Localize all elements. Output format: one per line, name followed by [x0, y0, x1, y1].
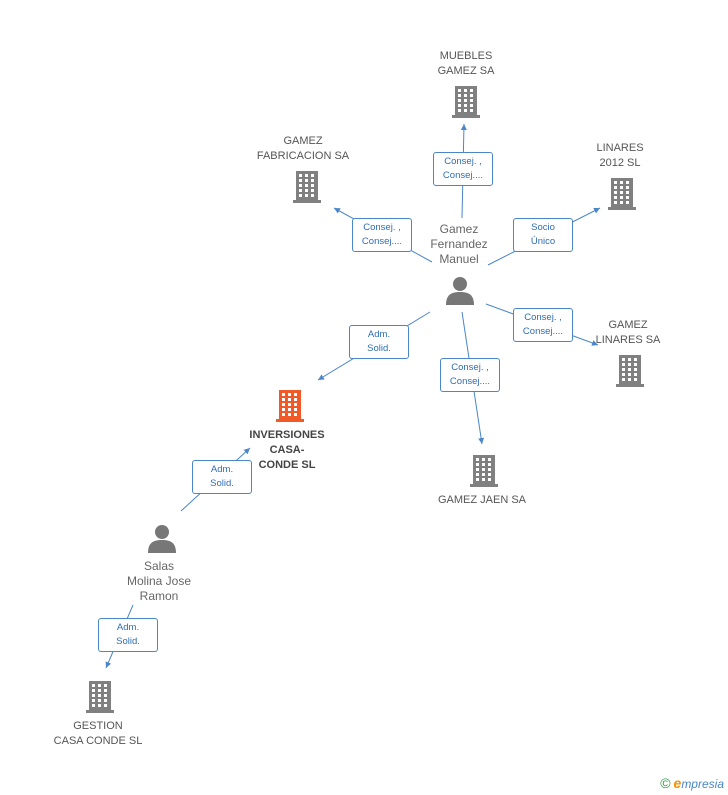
building-icon[interactable] — [275, 389, 305, 428]
node-label-gamez-fabricacion[interactable]: GAMEZ FABRICACION SA — [256, 135, 350, 162]
footer-brand: ©empresia — [660, 775, 724, 791]
building-icon[interactable] — [292, 170, 322, 209]
copyright-icon: © — [660, 775, 671, 791]
node-label-salas-molina[interactable]: Salas Molina Jose Ramon — [126, 559, 192, 603]
edge-label-e-gestion[interactable]: Adm. Solid. — [98, 618, 158, 652]
edge-label-e-muebles[interactable]: Consej. , Consej.... — [433, 152, 493, 186]
node-label-gamez-fernandez[interactable]: Gamez Fernandez Manuel — [430, 222, 488, 266]
building-icon[interactable] — [607, 177, 637, 216]
edge-label-e-inversiones-2[interactable]: Adm. Solid. — [192, 460, 252, 494]
edge-label-e-linares2012[interactable]: Socio Único — [513, 218, 573, 252]
building-icon[interactable] — [615, 354, 645, 393]
building-icon[interactable] — [85, 680, 115, 719]
edge-label-e-inversiones-1[interactable]: Adm. Solid. — [349, 325, 409, 359]
node-label-muebles-gamez[interactable]: MUEBLES GAMEZ SA — [437, 50, 495, 77]
brand-logo-initial: e — [673, 775, 682, 791]
node-label-gamez-linares[interactable]: GAMEZ LINARES SA — [595, 319, 661, 346]
node-label-inversiones-casa-conde[interactable]: INVERSIONES CASA- CONDE SL — [249, 429, 325, 471]
person-icon[interactable] — [445, 276, 475, 311]
edge-label-e-jaen[interactable]: Consej. , Consej.... — [440, 358, 500, 392]
node-label-linares-2012[interactable]: LINARES 2012 SL — [596, 142, 644, 169]
node-label-gestion-casa-conde[interactable]: GESTION CASA CONDE SL — [53, 720, 143, 747]
edge-label-e-gamezlinares[interactable]: Consej. , Consej.... — [513, 308, 573, 342]
brand-logo-text: mpresia — [681, 777, 724, 791]
building-icon[interactable] — [469, 454, 499, 493]
node-label-gamez-jaen[interactable]: GAMEZ JAEN SA — [437, 494, 527, 506]
edge-label-e-fabricacion[interactable]: Consej. , Consej.... — [352, 218, 412, 252]
building-icon[interactable] — [451, 85, 481, 124]
person-icon[interactable] — [147, 524, 177, 559]
